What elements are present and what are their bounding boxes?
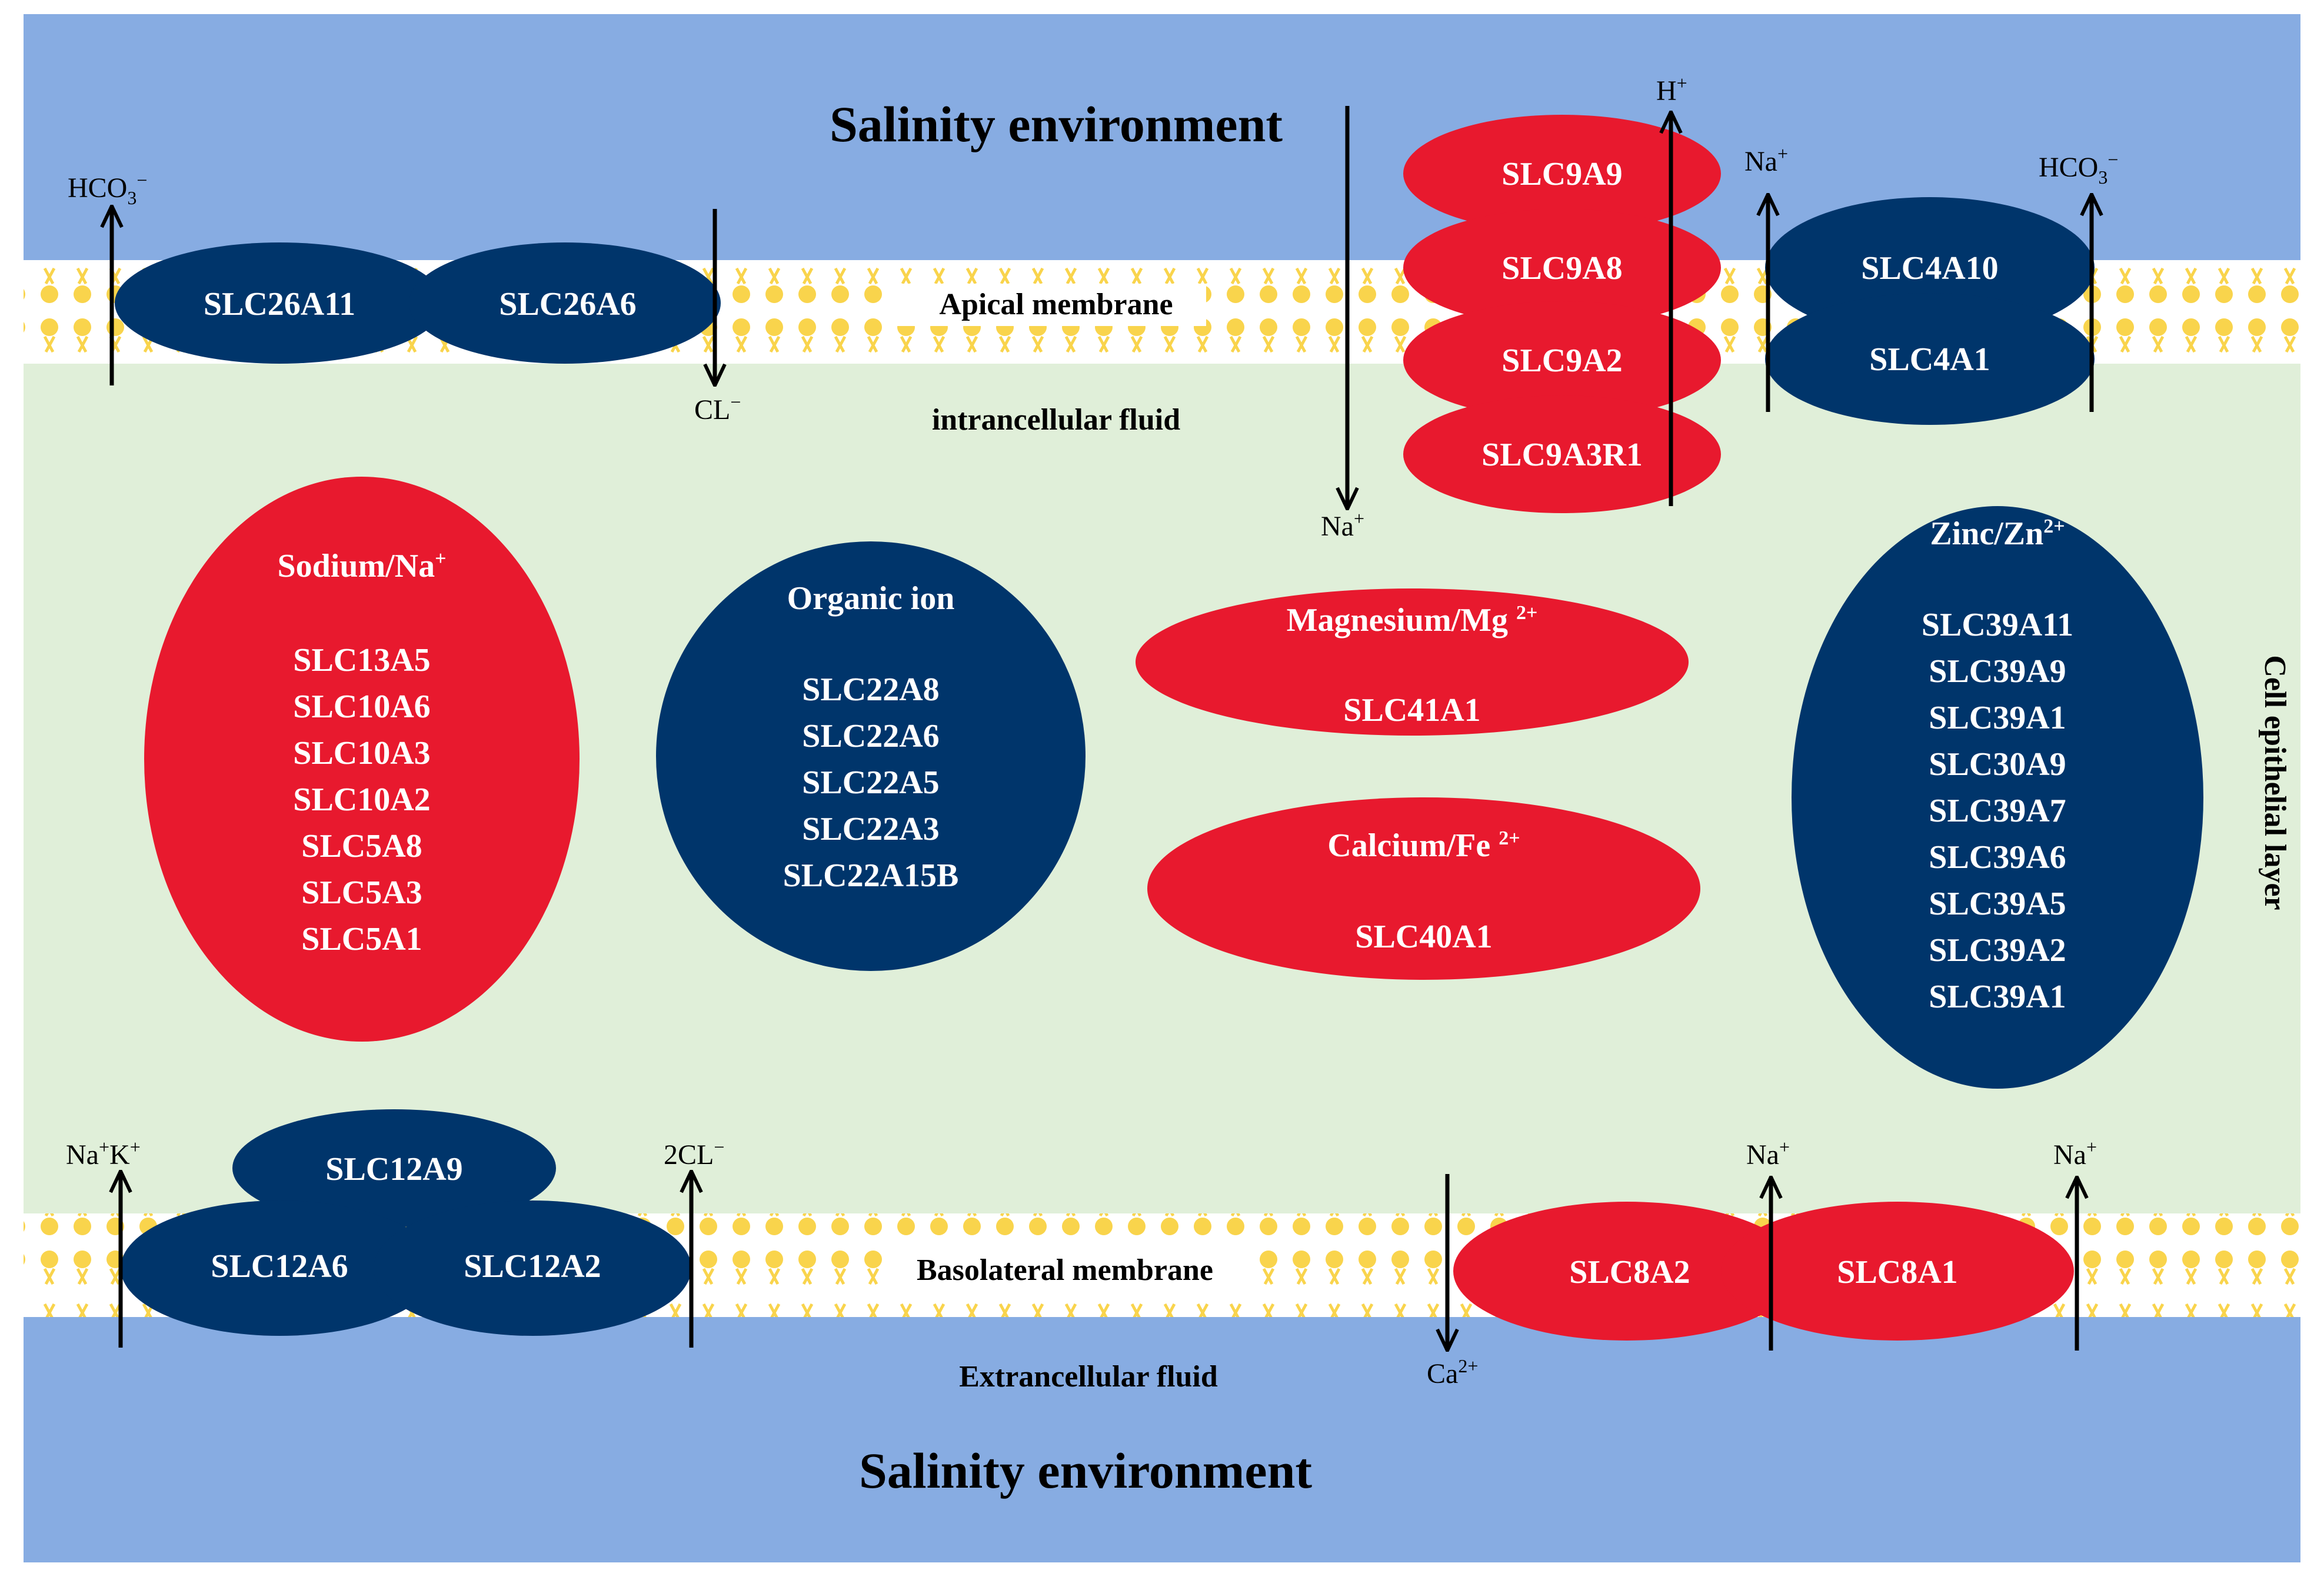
slc9a2-label: SLC9A2 bbox=[1501, 342, 1622, 379]
slc9a8-protein bbox=[1403, 209, 1721, 327]
slc8-transporter-pair: SLC8A2 SLC8A1 bbox=[1453, 1202, 2074, 1341]
sodium-gene-label: SLC10A6 bbox=[293, 689, 430, 725]
intracellular-fluid-label: intrancellular fluid bbox=[932, 403, 1180, 437]
slc8a1-label: SLC8A1 bbox=[1837, 1254, 1957, 1291]
slc4-transporter-pair: SLC4A10 SLC4A1 bbox=[1765, 197, 2095, 425]
organic-ion-gene-label: SLC22A3 bbox=[802, 811, 939, 847]
zinc-group-body bbox=[1792, 506, 2203, 1089]
organic-ion-group-body bbox=[656, 541, 1086, 971]
slc26a11-label: SLC26A11 bbox=[204, 286, 355, 322]
slc26-transporter-pair: SLC26A11 SLC26A6 bbox=[115, 242, 721, 364]
slc8a2-label: SLC8A2 bbox=[1569, 1254, 1690, 1291]
sodium-gene-label: SLC5A8 bbox=[301, 828, 422, 864]
zinc-gene-label: SLC39A6 bbox=[1929, 839, 2066, 876]
zinc-gene-label: SLC39A7 bbox=[1929, 793, 2066, 829]
slc12a2-protein bbox=[374, 1200, 691, 1336]
slc9a9-protein bbox=[1403, 115, 1721, 232]
sodium-gene-label: SLC10A2 bbox=[293, 781, 430, 818]
calcium-group-title: Calcium/Fe 2+ bbox=[1327, 827, 1520, 864]
na-slc8-mid-ion-label: Na+ bbox=[1746, 1136, 1790, 1170]
na-slc9-ion-label: Na+ bbox=[1321, 508, 1364, 542]
nak-ion-label: Na+K+ bbox=[66, 1136, 141, 1170]
slc12-transporter-trio: SLC12A9 SLC12A6 SLC12A2 bbox=[121, 1109, 691, 1336]
basolateral-membrane-label: Basolateral membrane bbox=[917, 1253, 1213, 1287]
slc9-transporter-stack: SLC9A9 SLC9A8 SLC9A2 SLC9A3R1 bbox=[1403, 115, 1721, 513]
cell-epithelial-layer-label: Cell epithelial layer bbox=[2258, 655, 2292, 910]
na-slc4-ion-label: Na+ bbox=[1744, 143, 1788, 177]
slc12a2-label: SLC12A2 bbox=[464, 1248, 601, 1285]
sodium-gene-label: SLC5A3 bbox=[301, 874, 422, 911]
apical-membrane-label: Apical membrane bbox=[939, 288, 1173, 321]
slc12a6-label: SLC12A6 bbox=[211, 1248, 348, 1285]
slc9a3r1-protein bbox=[1403, 395, 1721, 513]
sodium-group-title: Sodium/Na+ bbox=[277, 548, 446, 584]
salinity-top-label: Salinity environment bbox=[830, 96, 1283, 152]
cl-apical-ion-label: CL− bbox=[694, 391, 741, 425]
ca-ion-label: Ca2+ bbox=[1427, 1355, 1478, 1389]
zinc-gene-label: SLC30A9 bbox=[1929, 746, 2066, 783]
slc9a8-label: SLC9A8 bbox=[1501, 250, 1622, 287]
slc12a9-label: SLC12A9 bbox=[325, 1151, 462, 1188]
slc9a9-label: SLC9A9 bbox=[1501, 156, 1622, 192]
magnesium-transporter-group: Magnesium/Mg 2+ SLC41A1 bbox=[1136, 588, 1689, 736]
organic-ion-gene-label: SLC22A8 bbox=[802, 671, 939, 708]
organic-ion-gene-label: SLC22A15B bbox=[783, 857, 959, 894]
slc26a11-protein bbox=[115, 242, 444, 364]
zinc-gene-label: SLC39A1 bbox=[1929, 700, 2066, 736]
calcium-gene-label: SLC40A1 bbox=[1355, 919, 1492, 955]
sodium-transporter-group: Sodium/Na+ SLC13A5 SLC10A6 SLC10A3 SLC10… bbox=[144, 477, 580, 1042]
zinc-group-title: Zinc/Zn2+ bbox=[1930, 516, 2065, 552]
sodium-gene-label: SLC10A3 bbox=[293, 735, 430, 771]
magnesium-group-title: Magnesium/Mg 2+ bbox=[1287, 602, 1538, 638]
apical-label-backing bbox=[894, 284, 1206, 326]
slc9a3r1-label: SLC9A3R1 bbox=[1481, 437, 1643, 473]
slc4a10-label: SLC4A10 bbox=[1861, 250, 1998, 287]
slc26a6-protein bbox=[409, 242, 721, 364]
cl2-ion-label: 2CL− bbox=[664, 1136, 724, 1170]
organic-ion-gene-label: SLC22A5 bbox=[802, 764, 939, 801]
zinc-gene-label: SLC39A5 bbox=[1929, 886, 2066, 922]
sodium-gene-label: SLC13A5 bbox=[293, 642, 430, 679]
zinc-gene-label: SLC39A1 bbox=[1929, 979, 2066, 1015]
hco3-left-ion-label: HCO3− bbox=[68, 169, 147, 208]
sodium-gene-label: SLC5A1 bbox=[301, 921, 422, 957]
h-ion-label: H+ bbox=[1656, 72, 1687, 107]
calcium-transporter-group: Calcium/Fe 2+ SLC40A1 bbox=[1147, 797, 1700, 980]
zinc-transporter-group: Zinc/Zn2+ SLC39A11 SLC39A9 SLC39A1 SLC30… bbox=[1792, 506, 2203, 1089]
extracellular-fluid-label: Extrancellular fluid bbox=[959, 1360, 1218, 1394]
organic-ion-transporter-group: Organic ion SLC22A8 SLC22A6 SLC22A5 SLC2… bbox=[656, 541, 1086, 971]
slc4a1-protein bbox=[1765, 293, 2095, 425]
slc9a2-protein bbox=[1403, 301, 1721, 419]
slc26a6-label: SLC26A6 bbox=[499, 286, 636, 322]
magnesium-gene-label: SLC41A1 bbox=[1343, 692, 1480, 729]
organic-ion-group-title: Organic ion bbox=[787, 580, 955, 617]
zinc-gene-label: SLC39A11 bbox=[1922, 607, 2073, 643]
slc8a1-protein bbox=[1721, 1202, 2074, 1341]
magnesium-group-body bbox=[1136, 588, 1689, 736]
zinc-gene-label: SLC39A9 bbox=[1929, 653, 2066, 690]
slc4a1-label: SLC4A1 bbox=[1869, 341, 1990, 378]
salinity-bottom-label: Salinity environment bbox=[859, 1442, 1312, 1499]
basolateral-label-backing bbox=[883, 1249, 1247, 1291]
organic-ion-gene-label: SLC22A6 bbox=[802, 718, 939, 754]
hco3-right-ion-label: HCO3− bbox=[2039, 149, 2118, 188]
zinc-gene-label: SLC39A2 bbox=[1929, 932, 2066, 969]
slc8a2-protein bbox=[1453, 1202, 1800, 1341]
calcium-group-body bbox=[1147, 797, 1700, 980]
slc12a9-protein bbox=[232, 1109, 556, 1227]
sodium-group-body bbox=[144, 477, 580, 1042]
slc12a6-protein bbox=[121, 1200, 438, 1336]
na-slc8-right-ion-label: Na+ bbox=[2053, 1136, 2097, 1170]
